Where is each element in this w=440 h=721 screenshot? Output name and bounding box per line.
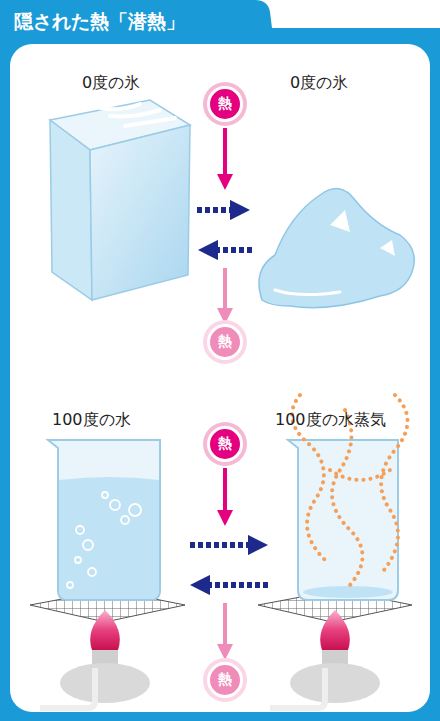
- heat-circle: 熱: [207, 86, 243, 122]
- heat-circle: 熱: [207, 662, 243, 698]
- heat-text: 熱: [218, 435, 232, 453]
- title-text: 隠された熱「潜熱」: [14, 9, 185, 35]
- heat-text: 熱: [218, 95, 232, 113]
- heat-circle: 熱: [207, 324, 243, 360]
- heat-text: 熱: [218, 671, 232, 689]
- heat-text: 熱: [218, 333, 232, 351]
- caption-label: 100度の水: [52, 410, 131, 431]
- caption-label: 0度の氷: [290, 73, 348, 94]
- heat-circle: 熱: [207, 426, 243, 462]
- caption-label: 100度の水蒸気: [275, 410, 386, 431]
- caption-label: 0度の氷: [82, 73, 140, 94]
